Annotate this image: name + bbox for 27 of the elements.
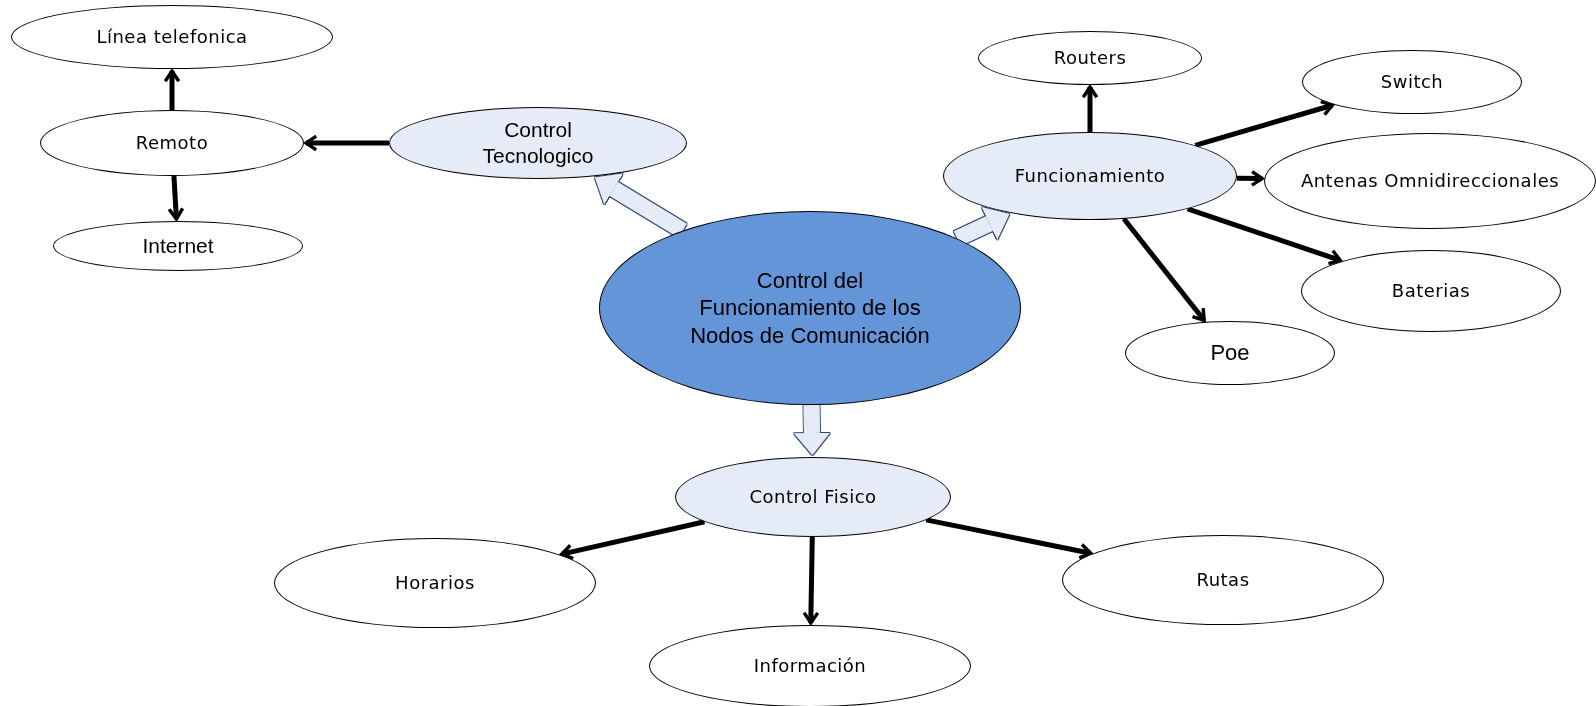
arrow — [304, 134, 389, 152]
node-label: Poe — [1210, 339, 1250, 367]
node-label: Antenas Omnidireccionales — [1300, 169, 1560, 193]
arrow — [1194, 99, 1335, 148]
node-label: Rutas — [1196, 568, 1250, 592]
node-label: Routers — [1053, 46, 1127, 70]
arrow — [925, 517, 1093, 560]
arrow — [560, 519, 705, 561]
node-label: Control Tecnologico — [481, 116, 595, 169]
arrow — [1081, 85, 1099, 132]
arrow — [1186, 206, 1342, 266]
node-label: Internet — [142, 232, 214, 259]
block-arrow — [794, 404, 830, 455]
arrow — [1236, 169, 1264, 187]
block-arrow — [953, 207, 1010, 246]
node-label: Remoto — [135, 131, 209, 155]
arrow — [163, 69, 181, 110]
node-label: Línea telefonica — [96, 25, 248, 49]
arrow — [167, 175, 185, 221]
node-label: Control del Funcionamiento de los Nodos de Comunicación — [689, 266, 931, 350]
node-label: Control Fisico — [749, 485, 877, 509]
node-label: Funcionamiento — [1014, 164, 1166, 188]
node-label: Baterias — [1391, 279, 1471, 303]
node-label: Switch — [1380, 70, 1444, 94]
node-label: Horarios — [395, 571, 475, 595]
arrow — [802, 536, 820, 625]
node-label: Información — [753, 654, 867, 678]
